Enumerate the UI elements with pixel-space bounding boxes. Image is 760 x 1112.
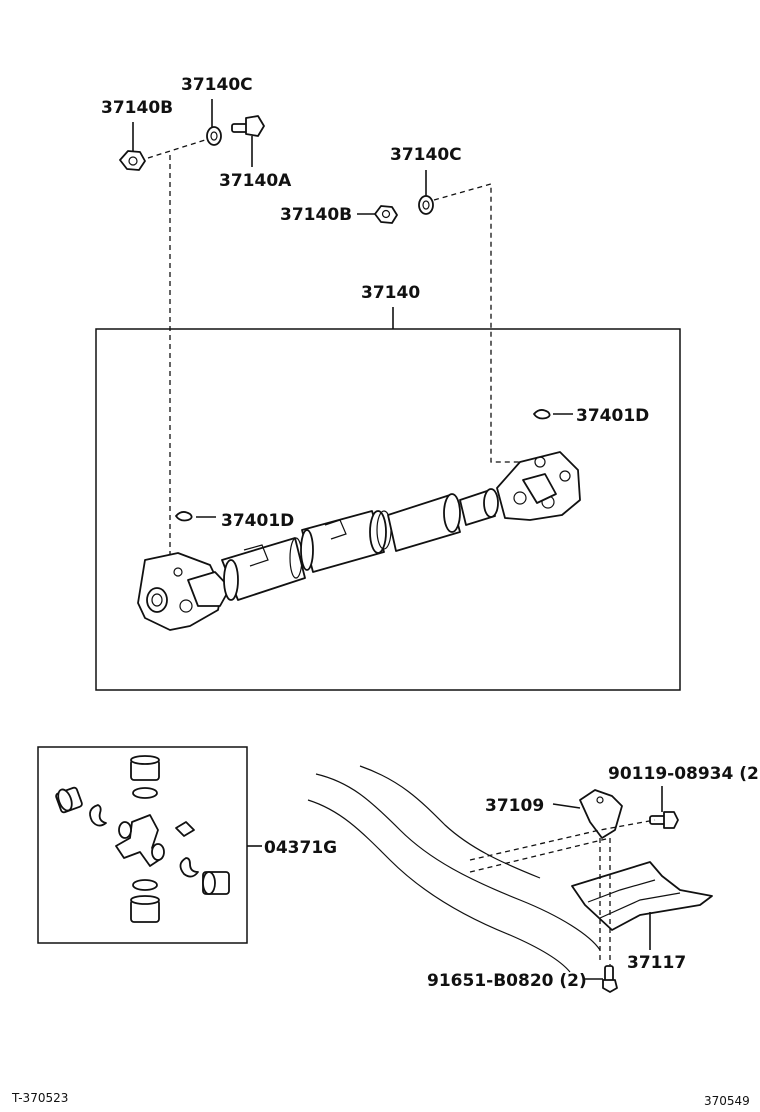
nut-37140b-left bbox=[119, 150, 146, 171]
label-37140a: 37140A bbox=[219, 171, 292, 191]
label-37401d-lower: 37401D bbox=[221, 511, 294, 531]
universal-joint-kit bbox=[55, 755, 230, 923]
washer-37140c-left bbox=[206, 126, 222, 146]
label-37117: 37117 bbox=[627, 953, 686, 973]
bracket-37109 bbox=[579, 789, 623, 839]
protector-37117 bbox=[571, 861, 713, 931]
propeller-shaft bbox=[137, 451, 581, 631]
vehicle-frame-rails bbox=[307, 765, 601, 973]
snap-ring-37401d-lower bbox=[175, 511, 193, 522]
bolt-90119-08934 bbox=[649, 811, 679, 829]
bolt-91651-b0820 bbox=[602, 965, 618, 993]
label-37109: 37109 bbox=[485, 796, 544, 816]
label-37140c-left: 37140C bbox=[181, 75, 253, 95]
label-37401d-upper: 37401D bbox=[576, 406, 649, 426]
washer-37140c-right bbox=[418, 195, 434, 215]
footer-right-code: 370549 bbox=[704, 1094, 750, 1108]
footer-left-code: T-370523 bbox=[11, 1091, 68, 1105]
snap-ring-37401d-upper bbox=[533, 409, 551, 420]
propeller-shaft-assembly-box bbox=[95, 328, 681, 691]
label-90119-08934: 90119-08934 (2) bbox=[608, 764, 760, 784]
nut-37140b-right bbox=[374, 205, 398, 224]
label-37140: 37140 bbox=[361, 283, 420, 303]
label-04371g: 04371G bbox=[264, 838, 337, 858]
universal-joint-kit-box bbox=[37, 746, 248, 944]
bolt-37140a bbox=[231, 115, 265, 137]
label-37140b-right: 37140B bbox=[280, 205, 352, 225]
label-91651-b0820: 91651-B0820 (2) bbox=[427, 971, 587, 991]
label-37140c-right: 37140C bbox=[390, 145, 462, 165]
label-37140b-left: 37140B bbox=[101, 98, 173, 118]
